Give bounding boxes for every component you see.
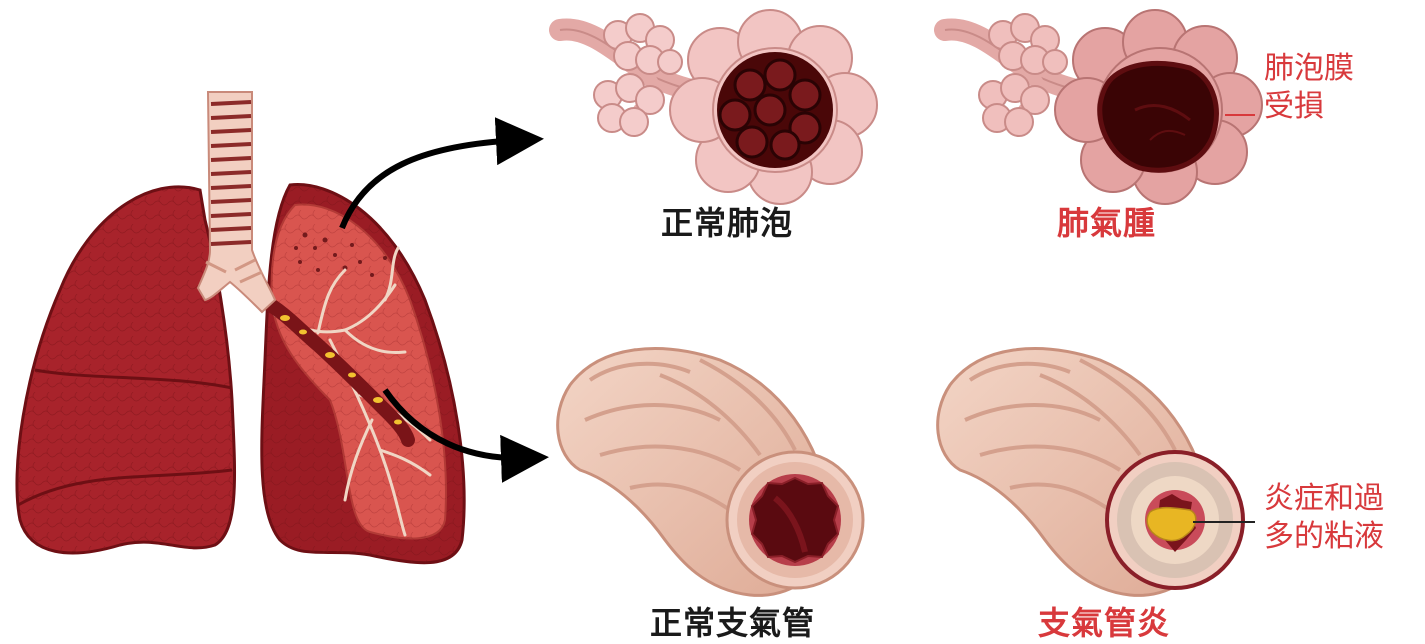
alveoli-damage-note: 肺泡膜 受損 [1264, 50, 1354, 126]
normal-alveoli-caption: 正常肺泡 [661, 198, 793, 244]
normal-bronchus-caption: 正常支氣管 [650, 598, 815, 644]
mucus-note-line1: 炎症和過 [1264, 480, 1384, 518]
trachea [198, 92, 275, 312]
alveoli-damage-note-line2: 受損 [1264, 88, 1354, 126]
normal-bronchus-illustration [558, 349, 863, 596]
alveoli-damage-note-line1: 肺泡膜 [1264, 50, 1354, 88]
bronchitis-caption: 支氣管炎 [1038, 598, 1170, 644]
left-lung [17, 187, 235, 553]
mucus-note: 炎症和過 多的粘液 [1264, 480, 1384, 556]
right-lung [262, 185, 464, 563]
emphysema-illustration [945, 10, 1262, 204]
emphysema-caption: 肺氣腫 [1057, 198, 1156, 244]
mucus-note-line2: 多的粘液 [1264, 518, 1384, 556]
normal-alveoli-illustration [560, 10, 877, 204]
lungs-illustration [17, 92, 464, 563]
bronchitis-illustration [938, 349, 1255, 596]
